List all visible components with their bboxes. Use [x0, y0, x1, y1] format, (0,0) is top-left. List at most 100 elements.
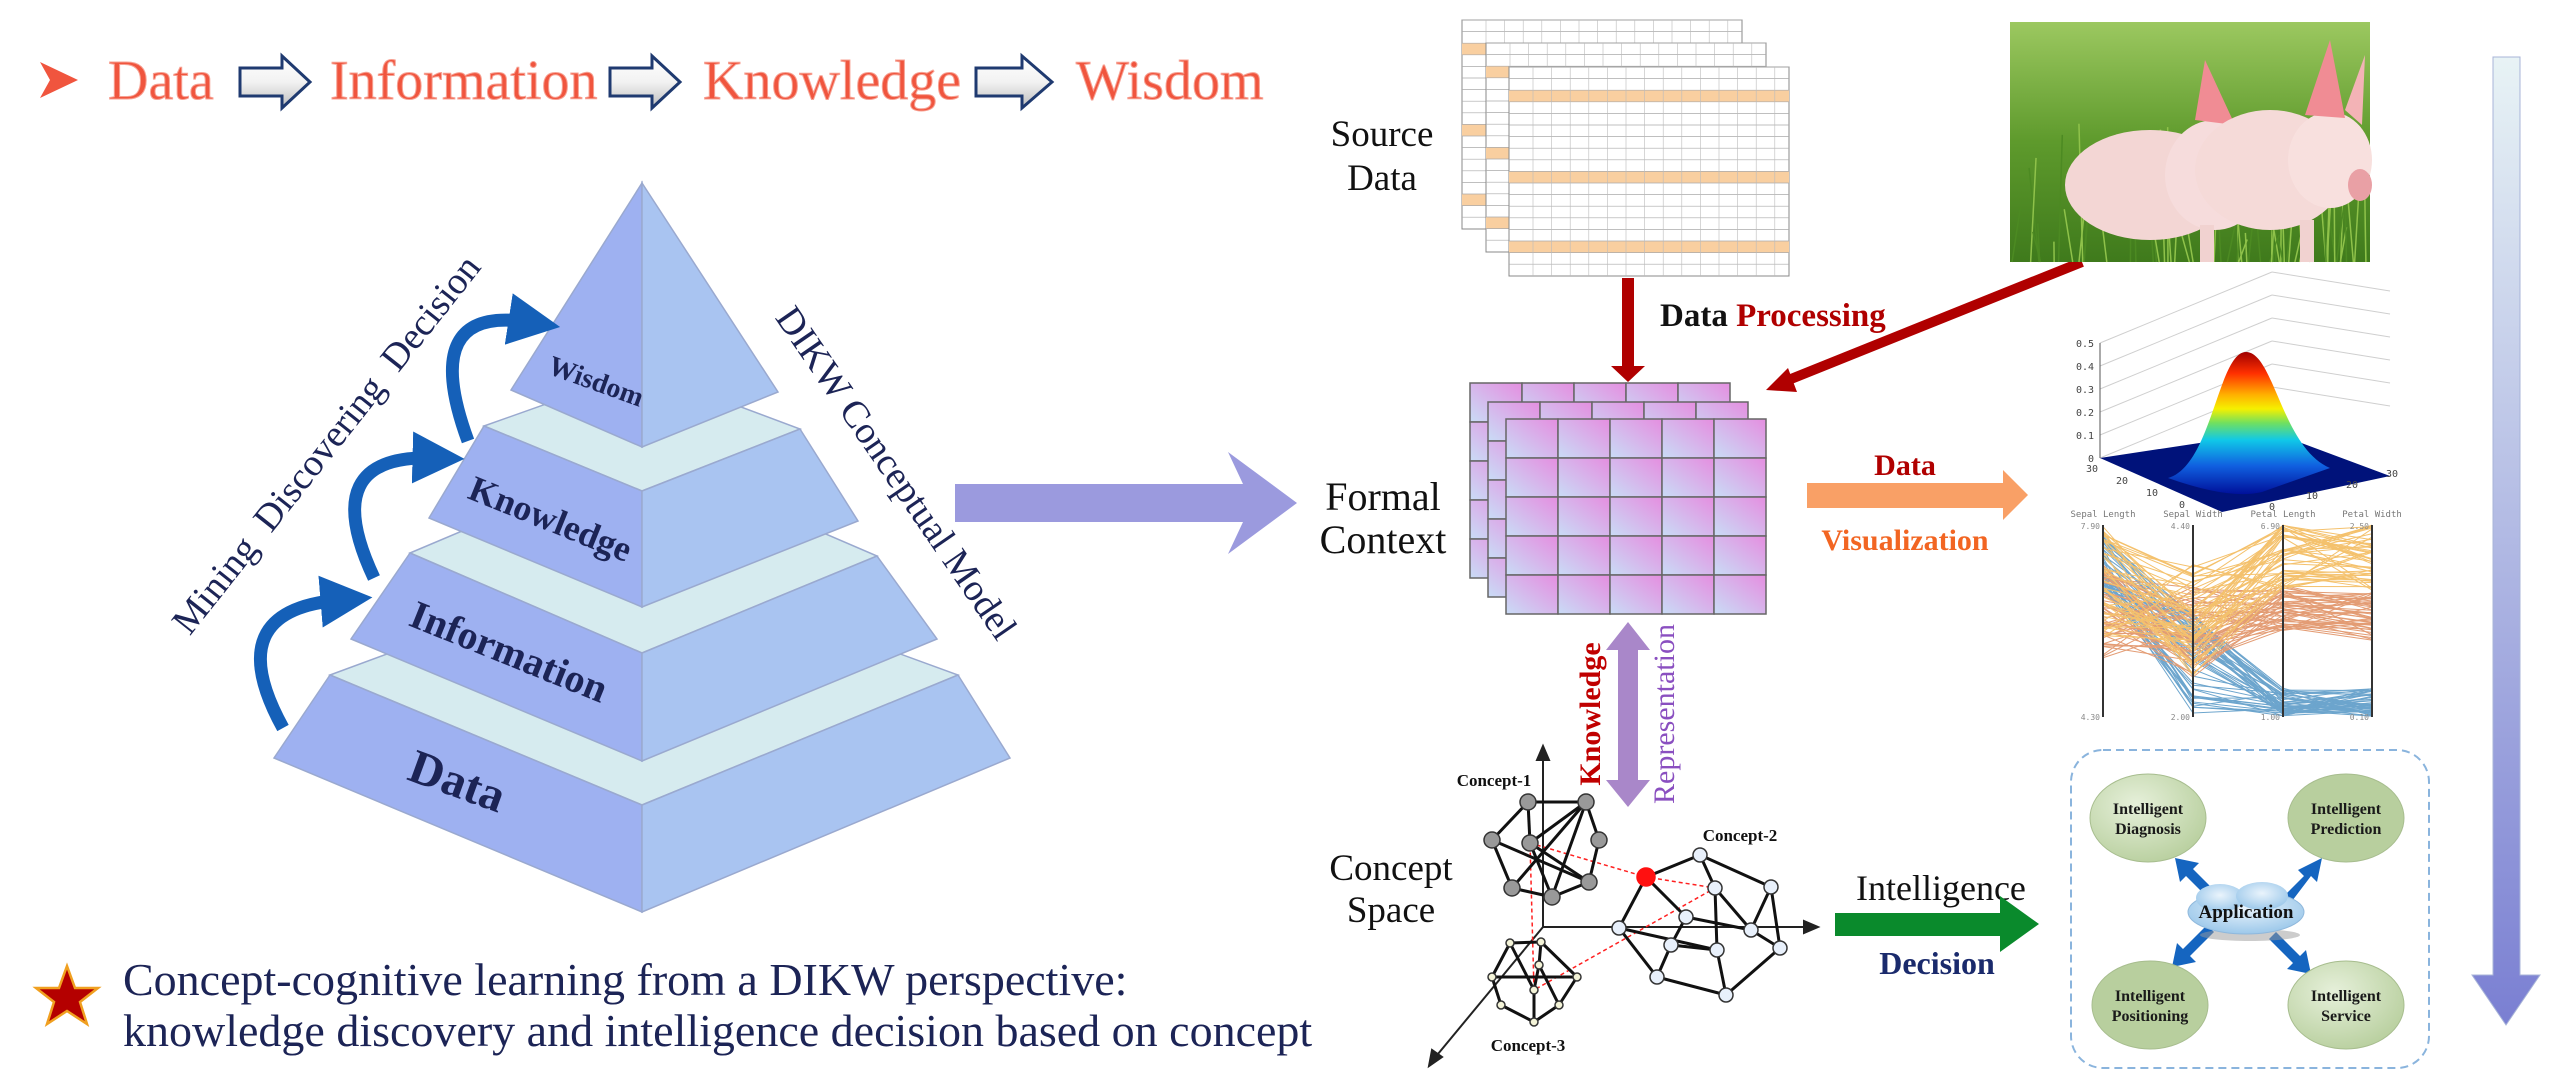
- formal-context-cell: [1505, 535, 1559, 576]
- parallel-line: [2102, 574, 2373, 707]
- parallel-line: [2102, 573, 2373, 641]
- data-processing-label: Data Processing: [1660, 298, 1886, 334]
- header-step-wisdom: Wisdom: [1076, 50, 1264, 112]
- surface-gridline: [2271, 271, 2391, 292]
- grass-blade: [2063, 209, 2074, 263]
- formal-context-cell: [1609, 418, 1663, 459]
- formal-context-cell: [1505, 496, 1559, 537]
- concept-node: [1577, 793, 1595, 811]
- application-center-label: Application: [2198, 902, 2293, 923]
- concept-edge: [1769, 886, 1782, 949]
- x-tick-label: 0: [2179, 500, 2185, 511]
- z-tick-label: 0.5: [2076, 339, 2094, 350]
- concept-node: [1611, 920, 1627, 936]
- formal-context-cell: [1713, 418, 1767, 459]
- parallel-tick-label: 6.90: [2261, 522, 2280, 531]
- representation-label: Representation: [1648, 624, 1681, 804]
- surface-gridline: [2271, 294, 2391, 315]
- grass-blade: [2057, 134, 2064, 263]
- intelligent-diagnosis-node: Intelligent Diagnosis: [2089, 773, 2207, 863]
- grass-blade: [2323, 213, 2327, 263]
- parallel-tick-label: 4.30: [2081, 713, 2100, 722]
- parallel-line: [2102, 589, 2373, 653]
- parallel-line: [2102, 604, 2373, 643]
- parallel-tick-label: 2.50: [2350, 522, 2369, 531]
- parallel-line: [2102, 524, 2373, 635]
- concept-node: [1505, 938, 1515, 948]
- formal-context-cell: [1713, 574, 1767, 615]
- surface-gridline: [2271, 340, 2391, 361]
- concept-edge: [1685, 915, 1752, 932]
- surface-gridline: [2271, 386, 2391, 407]
- concept-node: [1718, 987, 1734, 1003]
- concept-edge: [1713, 887, 1719, 951]
- data-table-sheet: [1508, 66, 1790, 277]
- concept-node: [1554, 1000, 1564, 1010]
- application-panel: Intelligent Diagnosis Intelligent Predic…: [2070, 749, 2430, 1069]
- pyramid-information-right-face: [641, 555, 939, 763]
- concept-edge: [1529, 800, 1587, 845]
- y-tick-label: 20: [2346, 480, 2358, 491]
- x-tick-label: 30: [2086, 464, 2098, 475]
- formal-context-cell: [1557, 457, 1611, 498]
- arrow-to-service-icon: [2269, 932, 2311, 974]
- x-tick-label: 20: [2116, 476, 2128, 487]
- parallel-line: [2102, 609, 2373, 674]
- concept-edge: [1510, 801, 1588, 889]
- grass-blade: [2029, 157, 2037, 263]
- concept-node: [1763, 879, 1779, 895]
- header-step-information: Information: [330, 50, 597, 112]
- concept-edge: [1749, 886, 1773, 931]
- parallel-tick-label: 4.40: [2171, 522, 2190, 531]
- concept-edge: [1490, 976, 1503, 1006]
- grass-blade: [2335, 197, 2346, 263]
- node-label: Prediction: [2311, 821, 2382, 838]
- concept-node: [1692, 847, 1708, 863]
- pyramid-wisdom-right-face: [641, 180, 780, 449]
- concept-2-graph: [1611, 847, 1788, 1003]
- parallel-line: [2102, 574, 2373, 605]
- concept-1-label: Concept-1: [1457, 771, 1532, 790]
- table-band: [1509, 241, 1789, 253]
- parallel-line: [2102, 559, 2373, 638]
- formal-context-cell: [1609, 496, 1663, 537]
- parallel-tick-label: 1.00: [2261, 713, 2280, 722]
- pyramid-data-right-face: [641, 674, 1012, 914]
- formal-context-cell: [1661, 574, 1715, 615]
- z-tick-label: 0.3: [2076, 385, 2094, 396]
- parallel-axis-header: Sepal Length: [2070, 510, 2135, 520]
- surface-gridline: [2271, 317, 2391, 338]
- source-data-label: Data: [1347, 158, 1417, 199]
- parallel-line: [2102, 552, 2373, 675]
- concept-edge: [1656, 975, 1727, 997]
- concept-node: [1487, 972, 1497, 982]
- parallel-tick-label: 0.10: [2350, 713, 2369, 722]
- concept-edge: [1699, 853, 1772, 889]
- parallel-line: [2102, 572, 2373, 636]
- parallel-line: [2102, 528, 2373, 631]
- parallel-line: [2102, 535, 2373, 629]
- arrow-to-prediction-icon: [2282, 858, 2322, 905]
- concept-edge: [1490, 942, 1512, 978]
- parallel-line: [2102, 596, 2373, 658]
- formal-context-cell: [1661, 418, 1715, 459]
- parallel-line: [2102, 534, 2373, 609]
- surface-gridline: [2099, 317, 2273, 390]
- parallel-tick-label: 2.00: [2171, 713, 2190, 722]
- formal-context-cell: [1713, 535, 1767, 576]
- surface-gridline: [2099, 294, 2273, 367]
- formal-context-label: Formal: [1325, 474, 1441, 519]
- parallel-line: [2102, 592, 2373, 652]
- formal-context-cell: [1609, 574, 1663, 615]
- concept-space-axes: [1427, 743, 1821, 1069]
- formal-context-cell: [1557, 418, 1611, 459]
- concept-node: [1483, 831, 1501, 849]
- formal-context-cell: [1557, 496, 1611, 537]
- table-band: [1509, 171, 1789, 183]
- node-label: Intelligent: [2115, 988, 2186, 1005]
- concept-edge: [1500, 1003, 1535, 1024]
- formal-context-cell: [1713, 496, 1767, 537]
- header-step-data: Data: [108, 50, 214, 112]
- block-arrow-right-icon: [608, 52, 683, 112]
- z-tick-label: 0: [2088, 454, 2094, 465]
